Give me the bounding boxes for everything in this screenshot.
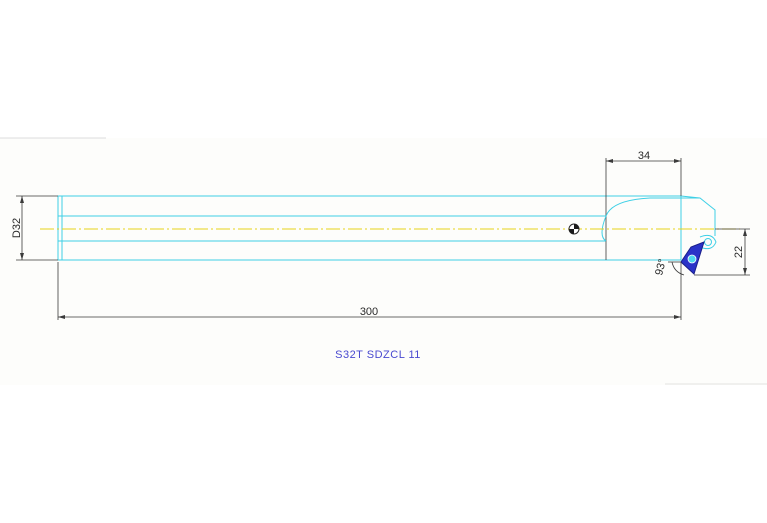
tool-shank [57,158,682,261]
dim-d32-arrows [20,196,24,260]
dim-d32-label: D32 [11,218,23,238]
dim-angle-arc [671,261,685,276]
dim-34-label: 34 [638,150,650,162]
dim-22-label: 22 [733,246,745,258]
tool-head [601,195,717,250]
drawing-title: S32T SDZCL 11 [335,349,421,361]
clamp-lever [699,234,717,250]
head-lower-curve [601,215,607,242]
head-upper-profile [605,197,716,236]
center-symbol [568,223,580,235]
insert-screw [687,254,697,264]
dim-300-label: 300 [360,306,378,318]
drawing-sheet [0,138,767,385]
shank-outline [57,195,682,261]
cutting-insert [680,241,705,275]
head-corner [680,195,701,199]
dim-angle-label: 93° [653,258,669,277]
dimensions [16,158,750,320]
